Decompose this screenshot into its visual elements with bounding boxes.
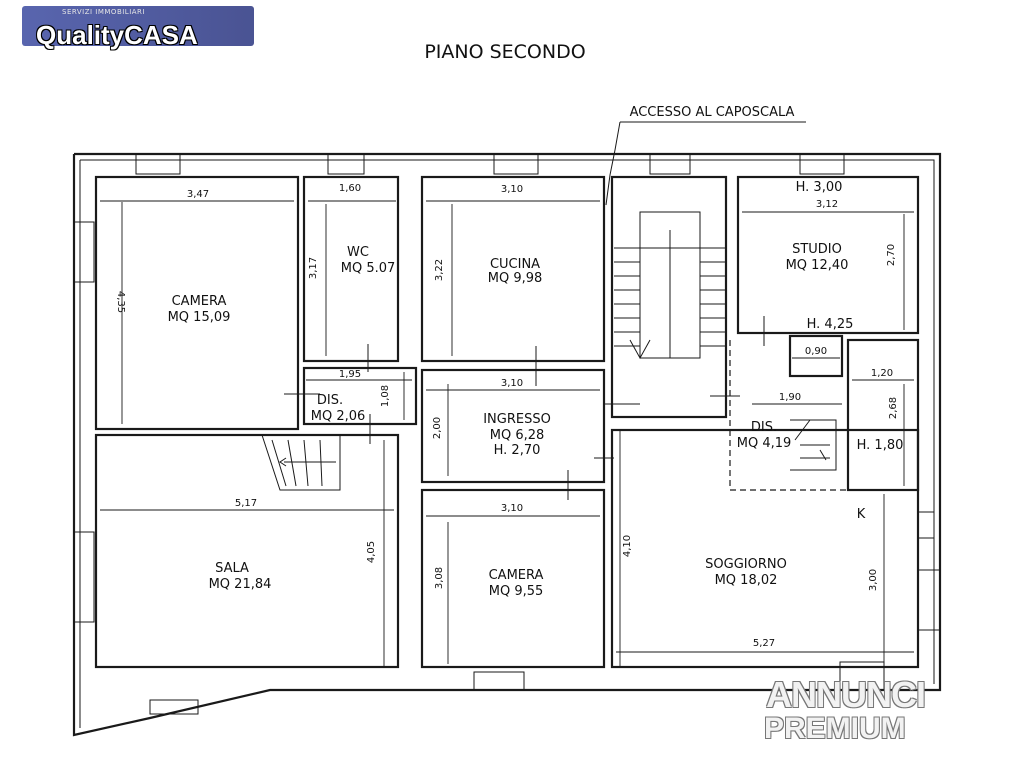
door-marks <box>284 316 765 500</box>
room-area-wc: MQ 5.07 <box>341 261 396 276</box>
logo-brand: QualityCASA <box>36 20 198 50</box>
dim-cucina-width: 3,10 <box>501 184 523 195</box>
room-name-dis-1: DIS. <box>317 393 343 408</box>
dim-sala-width: 5,17 <box>235 498 257 509</box>
room-name-wc: WC <box>347 245 369 260</box>
dim-soggiorno-width: 5,27 <box>753 638 775 649</box>
room-area-studio: MQ 12,40 <box>786 258 849 273</box>
ceiling-studio: H. 3,00 <box>796 180 843 195</box>
dim-sala-height: 4,05 <box>366 541 377 563</box>
dim-landing-width: 0,90 <box>805 346 827 357</box>
room-area-dis-1: MQ 2,06 <box>311 409 366 424</box>
watermark-line-1: ANNUNCI <box>766 674 926 715</box>
room-name-camera-1: CAMERA <box>172 294 227 309</box>
dim-dis-1-height: 1,08 <box>380 385 391 407</box>
dim-small-room-height: 2,68 <box>888 397 899 419</box>
room-area-camera-1: MQ 15,09 <box>168 310 231 325</box>
watermark: ANNUNCI PREMIUM <box>760 674 982 746</box>
watermark-line-2: PREMIUM <box>764 712 906 745</box>
staircase <box>261 211 837 491</box>
dim-small-room-width: 1,20 <box>871 368 893 379</box>
logo-band <box>22 6 254 46</box>
room-area-dis-2: MQ 4,19 <box>737 436 792 451</box>
room-name-ingresso: INGRESSO <box>483 412 551 427</box>
dim-ingresso-height: 2,00 <box>432 417 443 439</box>
dim-wc-height: 3,17 <box>308 257 319 279</box>
access-pointer <box>605 121 806 206</box>
outer-wall-inner-line <box>79 159 935 728</box>
room-area-sala: MQ 21,84 <box>209 577 272 592</box>
room-area-soggiorno: MQ 18,02 <box>715 573 778 588</box>
interior-walls <box>94 175 920 669</box>
ceiling-small-room: H. 1,80 <box>857 438 904 453</box>
logo-tagline: SERVIZI IMMOBILIARI <box>62 8 145 16</box>
plan-title: PIANO SECONDO <box>424 41 585 63</box>
room-area-cucina: MQ 9,98 <box>488 271 543 286</box>
room-name-dis-2: DIS. <box>751 420 777 435</box>
dim-camera-1-height: 4,35 <box>115 291 126 313</box>
dim-wc-width: 1,60 <box>339 183 361 194</box>
window-group <box>73 153 941 715</box>
ceiling-landing: H. 4,25 <box>807 317 854 332</box>
dimension-lines <box>100 200 914 666</box>
room-area-camera-2: MQ 9,55 <box>489 584 544 599</box>
room-name-camera-2: CAMERA <box>489 568 544 583</box>
room-name-cucina: CUCINA <box>490 257 540 272</box>
room-name-soggiorno: SOGGIORNO <box>705 557 787 572</box>
dim-soggiorno-depth: 4,10 <box>622 535 633 557</box>
dim-dis-1-width: 1,95 <box>339 369 361 380</box>
dim-ingresso-width: 3,10 <box>501 378 523 389</box>
dim-camera-1-width: 3,47 <box>187 189 209 200</box>
dim-camera-2-height: 3,08 <box>434 567 445 589</box>
dim-camera-2-width: 3,10 <box>501 503 523 514</box>
agency-logo: SERVIZI IMMOBILIARI QualityCASA <box>22 6 254 50</box>
dim-dis-2-width: 1,90 <box>779 392 801 403</box>
room-name-studio: STUDIO <box>792 242 842 257</box>
ceiling-ingresso: H. 2,70 <box>494 443 541 458</box>
dim-soggiorno-height: 3,00 <box>868 569 879 591</box>
room-name-sala: SALA <box>215 561 249 576</box>
dim-cucina-height: 3,22 <box>434 259 445 281</box>
dim-studio-width: 3,12 <box>816 199 838 210</box>
room-area-ingresso: MQ 6,28 <box>490 428 545 443</box>
access-note: ACCESSO AL CAPOSCALA <box>630 105 795 120</box>
kitchen-mark: K <box>857 507 866 522</box>
dim-studio-height: 2,70 <box>886 244 897 266</box>
